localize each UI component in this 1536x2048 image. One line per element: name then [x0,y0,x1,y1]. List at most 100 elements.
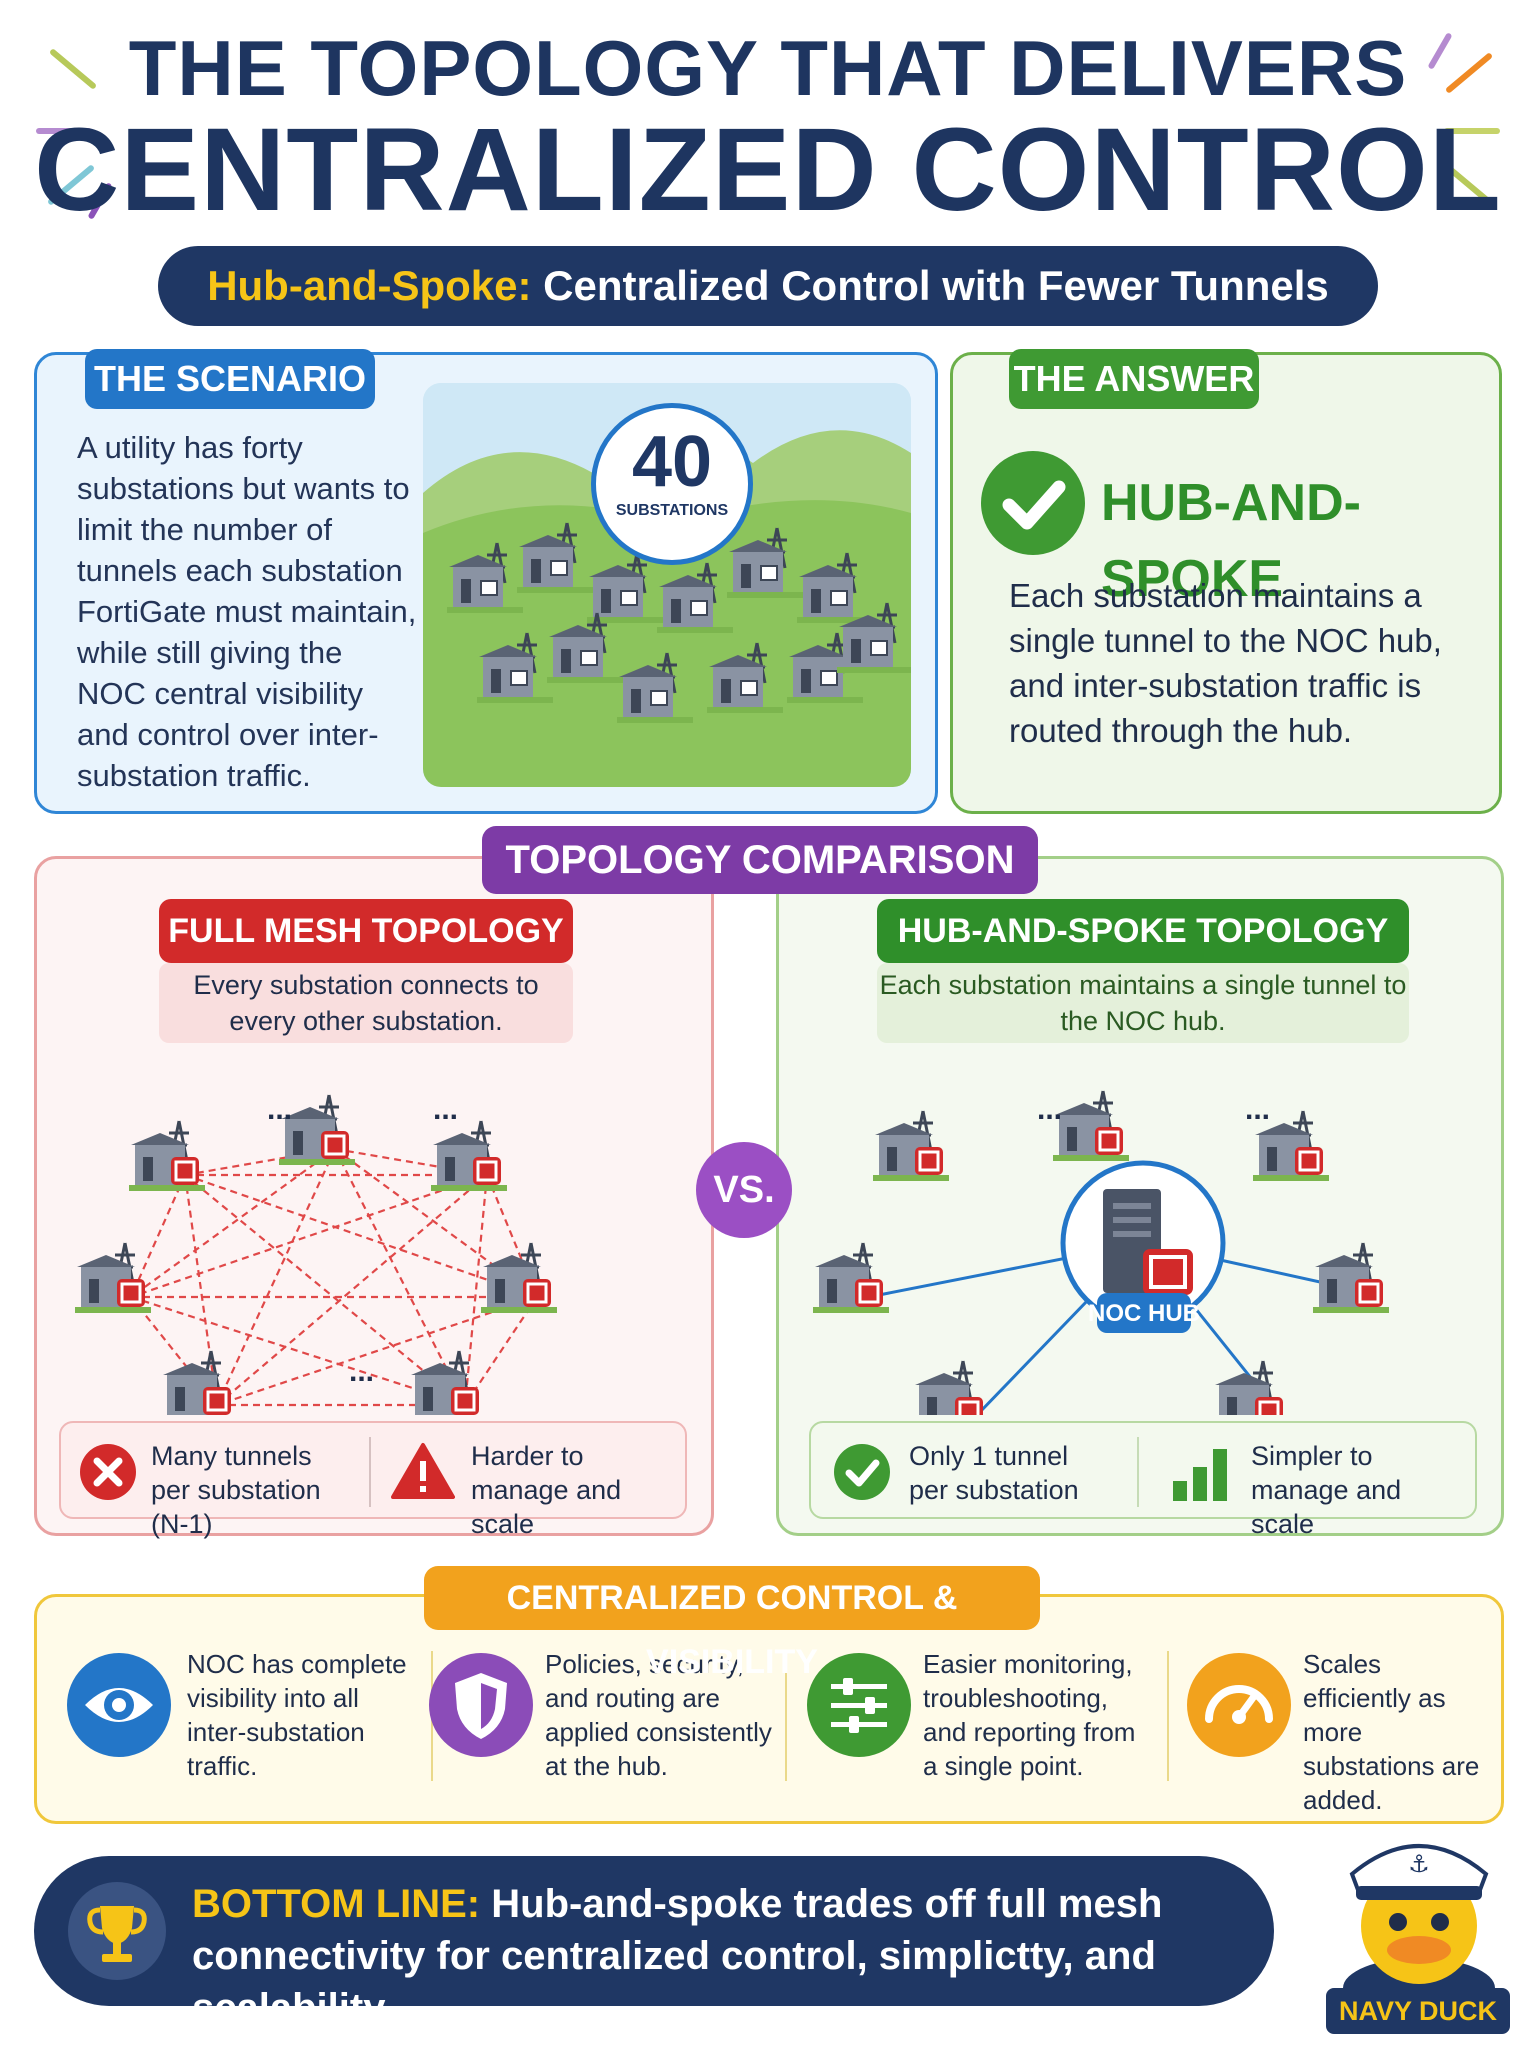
hub-benefit-manage: Simpler to manage and scale [1251,1441,1402,1539]
sliders-icon [807,1653,911,1757]
substation-icon [873,1110,949,1181]
mesh-tunnel-line [464,1296,538,1406]
svg-text:⚓: ⚓ [1408,1851,1430,1878]
control-item-visibility: NOC has complete visibility into all int… [187,1649,407,1781]
mesh-tunnel-line [130,1173,488,1299]
answer-title: HUB-AND-SPOKE [1101,474,1361,608]
mesh-ellipsis-bottom: ... [349,1355,374,1388]
mesh-tunnel-lines [129,1147,539,1407]
scenario-panel: THE SCENARIO A utility has forty substat… [34,349,938,814]
title-line-1: THE TOPOLOGY THAT DELIVERS [128,24,1408,112]
hub-ellipsis-left: ... [1037,1093,1062,1126]
hub-and-spoke-tag: HUB-AND-SPOKE TOPOLOGY [877,899,1409,963]
substation-icon [837,602,911,673]
landscape-illustration [423,383,911,787]
centralized-control-panel: NOC has complete visibility into all int… [34,1594,1504,1824]
substation-icon [129,1120,205,1191]
mesh-substation-nodes [75,1094,557,1415]
full-mesh-tag: FULL MESH TOPOLOGY [159,899,573,963]
substation-count: 40 [631,422,713,502]
full-mesh-panel: FULL MESH TOPOLOGY Every substation conn… [34,856,714,1539]
navy-duck-mascot: ⚓ [1343,1844,1495,1998]
full-mesh-description: Every substation connects to every other… [159,963,573,1043]
substation-icon [657,562,733,633]
substation-icon [447,542,523,613]
subtitle-text: Centralized Control with Fewer Tunnels [543,262,1329,309]
control-item-scale: Scales efficiently as more substations a… [1303,1649,1480,1815]
burst-line [36,128,92,134]
substation-icon [727,527,803,598]
noc-hub-label: NOC HUB [1088,1300,1200,1327]
hub-ellipsis-right: ... [1245,1093,1270,1126]
mascot-label: NAVY DUCK [1326,1988,1510,2034]
mesh-ellipsis-top-left: ... [267,1093,292,1126]
control-item-policies: Policies, security, and routing are appl… [545,1649,772,1781]
bottom-line-body: Hub-and-spoke trades off full mesh conne… [192,1882,1163,2030]
mesh-tunnel-line [183,1174,219,1406]
hub-and-spoke-diagram: NOC HUB ... ... [813,1090,1389,1415]
control-item-monitoring: Easier monitoring, troubleshooting, and … [923,1649,1136,1781]
scenario-text: A utility has forty substations but want… [77,430,417,793]
trophy-icon [68,1882,166,1980]
substation-icon [617,652,693,723]
substation-icon [587,552,663,623]
bottom-line-text: BOTTOM LINE: Hub-and-spoke trades off fu… [192,1878,1252,2034]
bar-chart-icon [1173,1449,1227,1501]
mesh-tunnel-line [129,1174,187,1298]
substation-buildings [447,522,911,723]
substation-icon [279,1094,355,1165]
substation-icon [517,522,593,593]
substation-icon [411,1350,479,1415]
substation-icon [813,1242,889,1313]
substation-icon [797,552,873,623]
substation-icon [707,642,783,713]
substation-icon [75,1242,151,1313]
hub-and-spoke-benefits: Only 1 tunnel per substation Simpler to … [809,1421,1477,1539]
mesh-tunnel-line [216,1295,538,1407]
bottom-line-highlight: BOTTOM LINE: [192,1882,481,1926]
full-mesh-diagram: ... ... ... [75,1093,557,1415]
check-icon [981,451,1085,555]
subtitle-pill: Hub-and-Spoke: Centralized Control with … [158,246,1378,326]
eye-icon [67,1653,171,1757]
mesh-tunnel-line [334,1147,488,1177]
mesh-drawback-tunnels: Many tunnels per substation (N-1) [151,1441,321,1539]
mesh-tunnel-line [216,1148,336,1406]
mesh-tunnel-line [130,1295,466,1407]
hub-and-spoke-panel: HUB-AND-SPOKE TOPOLOGY Each substation m… [776,856,1504,1539]
mesh-tunnel-line [184,1174,466,1406]
substation-icon [1215,1360,1283,1415]
burst-line [1444,128,1500,134]
mesh-tunnel-line [463,1174,489,1406]
full-mesh-drawbacks: Many tunnels per substation (N-1) Harder… [59,1421,687,1539]
substation-icon [547,612,623,683]
x-icon [80,1444,136,1500]
substation-icon [477,632,553,703]
substation-icon [481,1242,557,1313]
substations-illustration: 40 SUBSTATIONS [423,383,911,787]
substation-icon [1053,1090,1129,1161]
noc-hub-label-bg [1097,1293,1191,1333]
answer-text: Each substation maintains a single tunne… [1009,577,1442,749]
answer-panel: THE ANSWER HUB-AND-SPOKE Each substation… [950,349,1502,814]
mesh-tunnel-line [184,1173,538,1299]
check-circle-icon [834,1444,890,1500]
substation-icon [915,1360,983,1415]
substation-icon [787,632,863,703]
centralized-control-tag: CENTRALIZED CONTROL & VISIBILITY [424,1566,1040,1681]
substation-icon [1253,1110,1329,1181]
hub-substation-nodes [813,1090,1389,1415]
mesh-ellipsis-top-right: ... [433,1093,458,1126]
mesh-tunnel-line [130,1148,336,1298]
title-line-2: CENTRALIZED CONTROL [34,104,1502,236]
hub-benefit-tunnel: Only 1 tunnel per substation [909,1441,1079,1505]
hub-and-spoke-description: Each substation maintains a single tunne… [877,963,1409,1043]
mesh-drawback-manage: Harder to manage and scale [471,1441,622,1539]
substation-icon [1313,1242,1389,1313]
substation-count-label: SUBSTATIONS [615,502,729,519]
substation-count-badge: 40 SUBSTATIONS [591,403,753,565]
warning-icon [391,1443,455,1499]
subtitle-highlight: Hub-and-Spoke: [207,262,532,309]
versus-badge: VS. [696,1142,792,1238]
shield-icon [429,1653,533,1757]
